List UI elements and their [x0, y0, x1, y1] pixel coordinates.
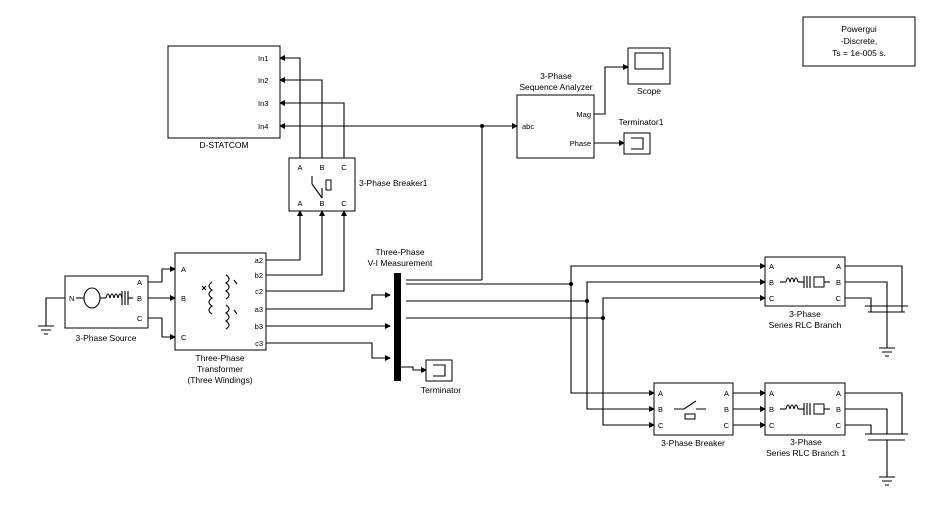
- vi-measurement-block[interactable]: [394, 273, 401, 381]
- terminator-icon: [433, 364, 446, 377]
- terminator-block[interactable]: [425, 359, 453, 382]
- transformer-port-a2: a2: [255, 256, 263, 265]
- rlc-series-icon: [780, 276, 830, 288]
- breaker-port-a-in: A: [658, 389, 663, 398]
- breaker-port-b-in: B: [658, 405, 663, 414]
- breaker-switch-icon: [311, 176, 332, 199]
- transformer-port-b2: b2: [255, 271, 263, 280]
- rlc1-port-c-out: C: [836, 294, 842, 303]
- rlc-series-icon: [780, 403, 830, 415]
- breaker1-port-c-top: C: [341, 163, 347, 172]
- powergui-line3: Ts = 1e-005 s.: [832, 48, 886, 58]
- rlc1-port-a-out: A: [836, 262, 841, 271]
- source-port-n: N: [69, 294, 74, 303]
- transformer-port-c: C: [181, 333, 187, 342]
- transformer-windings-icon: [201, 274, 238, 330]
- breaker-switch-icon: [674, 400, 706, 420]
- transformer-port-c2: c2: [255, 287, 263, 296]
- breaker1-port-c-bottom: C: [341, 199, 347, 208]
- breaker1-block[interactable]: A B C A B C: [288, 157, 356, 212]
- terminator1-label: Terminator1: [619, 117, 664, 127]
- transformer-port-a: A: [181, 265, 186, 274]
- ground-icon: [879, 347, 895, 357]
- rlc2-port-a-in: A: [769, 389, 774, 398]
- three-phase-source-block[interactable]: N A B C: [64, 275, 149, 329]
- rlc-branch-1-block[interactable]: A B C A B C: [764, 382, 846, 436]
- transformer-label-1: Three-Phase: [195, 353, 244, 363]
- powergui-block[interactable]: Powergui -Discrete, Ts = 1e-005 s.: [802, 16, 916, 67]
- source-label: 3-Phase Source: [76, 333, 137, 343]
- powergui-line2: -Discrete,: [841, 36, 877, 46]
- analyzer-title-1: 3-Phase: [540, 71, 572, 81]
- rlc1-port-b-in: B: [769, 278, 774, 287]
- dstatcom-port-in1: In1: [258, 54, 268, 63]
- rlc1-port-a-in: A: [769, 262, 774, 271]
- wires: [45, 55, 908, 477]
- rlc2-port-b-out: B: [836, 405, 841, 414]
- dstatcom-port-in2: In2: [258, 76, 268, 85]
- analyzer-port-phase: Phase: [570, 139, 591, 148]
- breaker1-label: 3-Phase Breaker1: [359, 178, 428, 188]
- transformer-port-b: B: [181, 294, 186, 303]
- dstatcom-label: D-STATCOM: [199, 140, 248, 150]
- rlc2-port-c-in: C: [769, 421, 775, 430]
- scope-screen-icon: [634, 52, 664, 70]
- three-phase-transformer-block[interactable]: A B C a2 b2 c2 a3 b3 c3: [174, 252, 267, 351]
- rlc2-port-c-out: C: [836, 421, 842, 430]
- dstatcom-port-in4: In4: [258, 122, 268, 131]
- ground-icon: [879, 476, 895, 486]
- breaker-port-c-out: C: [724, 421, 730, 430]
- breaker1-port-b-bottom: B: [319, 199, 324, 208]
- rlc2-port-a-out: A: [836, 389, 841, 398]
- vi-meas-label-2: V-I Measurement: [368, 258, 433, 268]
- ground-icon: [38, 325, 54, 335]
- dstatcom-block[interactable]: In1 In2 In3 In4: [167, 45, 281, 139]
- source-port-b: B: [137, 294, 142, 303]
- powergui-line1: Powergui: [841, 24, 877, 34]
- transformer-port-c3: c3: [255, 339, 263, 348]
- breaker-block[interactable]: A B C A B C: [653, 382, 734, 436]
- breaker1-port-b-top: B: [319, 163, 324, 172]
- transformer-label-2: Transformer: [197, 364, 243, 374]
- scope-block[interactable]: [627, 47, 671, 85]
- rlc2-label-2: Series RLC Branch 1: [766, 448, 846, 458]
- rlc2-port-b-in: B: [769, 405, 774, 414]
- breaker-label: 3-Phase Breaker: [661, 438, 725, 448]
- terminator1-block[interactable]: [623, 132, 651, 155]
- transformer-label-3: (Three Windings): [187, 375, 252, 385]
- breaker1-port-a-top: A: [297, 163, 302, 172]
- breaker-port-a-out: A: [724, 389, 729, 398]
- rlc1-port-b-out: B: [836, 278, 841, 287]
- analyzer-port-abc: abc: [522, 122, 534, 131]
- dstatcom-port-in3: In3: [258, 99, 268, 108]
- rlc1-label-1: 3-Phase: [789, 309, 821, 319]
- vi-meas-label-1: Three-Phase: [375, 247, 424, 257]
- sequence-analyzer-block[interactable]: abc Mag Phase: [516, 94, 595, 159]
- rlc1-label-2: Series RLC Branch: [769, 320, 842, 330]
- scope-label: Scope: [637, 86, 661, 96]
- ac-source-icon: [76, 287, 133, 309]
- terminator-icon: [631, 137, 644, 150]
- source-port-a: A: [137, 278, 142, 287]
- breaker1-port-a-bottom: A: [297, 199, 302, 208]
- rlc-branch-block[interactable]: A B C A B C: [764, 256, 846, 307]
- transformer-port-a3: a3: [255, 305, 263, 314]
- breaker-port-c-in: C: [658, 421, 664, 430]
- rlc2-label-1: 3-Phase: [790, 437, 822, 447]
- terminator-label: Terminator: [421, 385, 461, 395]
- analyzer-title-2: Sequence Analyzer: [519, 82, 592, 92]
- breaker-port-b-out: B: [724, 405, 729, 414]
- rlc1-port-c-in: C: [769, 294, 775, 303]
- analyzer-port-mag: Mag: [576, 110, 591, 119]
- source-port-c: C: [137, 314, 143, 323]
- transformer-port-b3: b3: [255, 322, 263, 331]
